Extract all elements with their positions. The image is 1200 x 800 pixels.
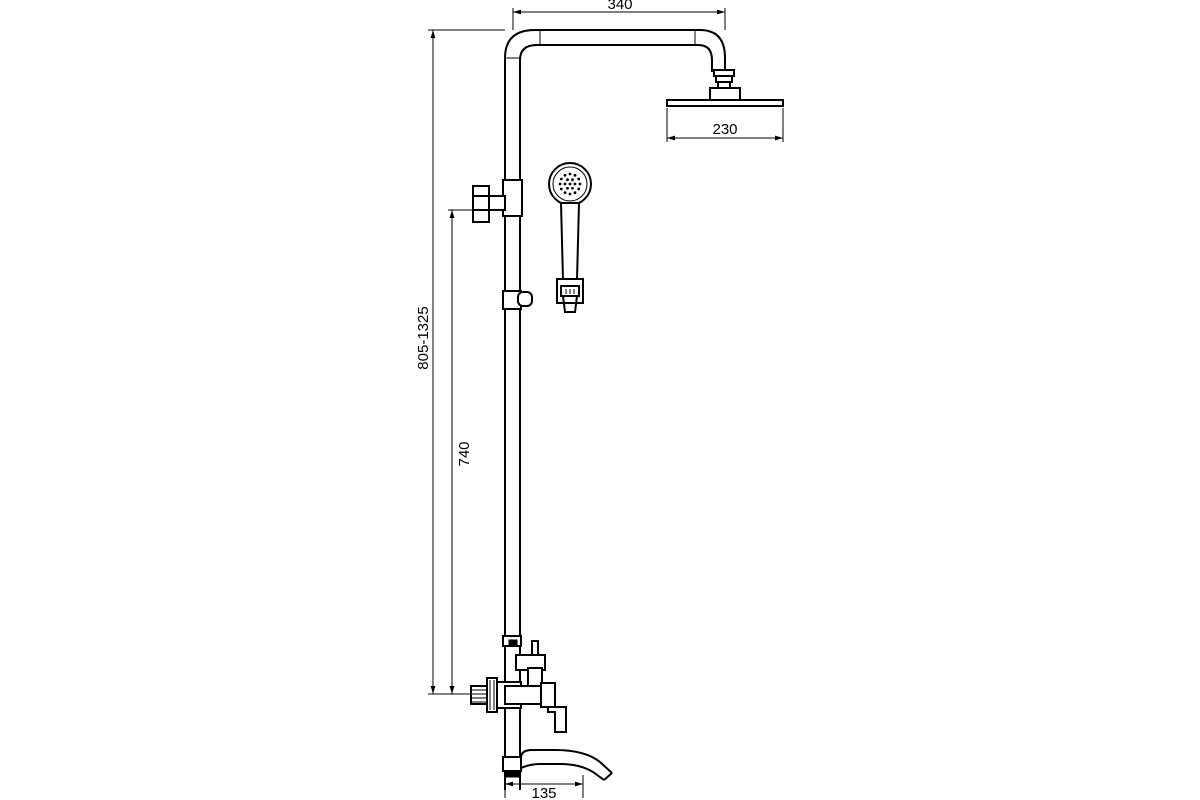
- dim-head-width: 230: [666, 108, 784, 142]
- hand-shower: [548, 162, 592, 313]
- nozzle-dot: [573, 191, 577, 195]
- dim-height-range: 805-1325: [415, 29, 505, 695]
- nozzle-dot: [568, 182, 572, 186]
- nozzle-dot: [559, 187, 563, 191]
- nozzle-dot: [577, 187, 581, 191]
- nozzle-dot: [563, 173, 567, 177]
- nozzle-dot: [559, 177, 563, 181]
- nozzle-dot: [571, 186, 574, 190]
- dim-mixer-to-holder: 740: [448, 209, 473, 694]
- mixer-body: [470, 677, 546, 713]
- nozzle-dot: [578, 182, 582, 186]
- dim-mixer-to-holder-label: 740: [456, 441, 473, 466]
- nozzle-dot: [566, 178, 569, 182]
- nozzle-dots: [558, 172, 582, 196]
- nozzle-dot: [566, 186, 569, 190]
- dim-height-range-label: 805-1325: [415, 306, 432, 369]
- dim-spout-length: 135: [504, 775, 584, 800]
- riser-pipe: [504, 29, 726, 790]
- nozzle-dot: [568, 172, 572, 176]
- dim-arm-reach-label: 340: [607, 0, 632, 13]
- dim-arm-reach: 340: [512, 0, 726, 30]
- nozzle-dot: [577, 177, 581, 181]
- diverter-valve: [502, 635, 546, 689]
- nozzle-dot: [558, 182, 562, 186]
- nozzle-dot: [573, 173, 577, 177]
- nozzle-dot: [568, 192, 572, 196]
- nozzle-dot: [563, 182, 567, 186]
- hand-shower-holder: [502, 290, 533, 310]
- bath-spout: [502, 749, 613, 781]
- mixer-lever: [540, 682, 567, 733]
- rain-shower-head: [666, 69, 784, 107]
- upper-connector: [472, 179, 523, 223]
- nozzle-dot: [563, 191, 567, 195]
- nozzle-dot: [571, 178, 574, 182]
- dim-head-width-label: 230: [712, 121, 737, 138]
- nozzle-dot: [573, 182, 577, 186]
- dim-spout-length-label: 135: [531, 785, 556, 800]
